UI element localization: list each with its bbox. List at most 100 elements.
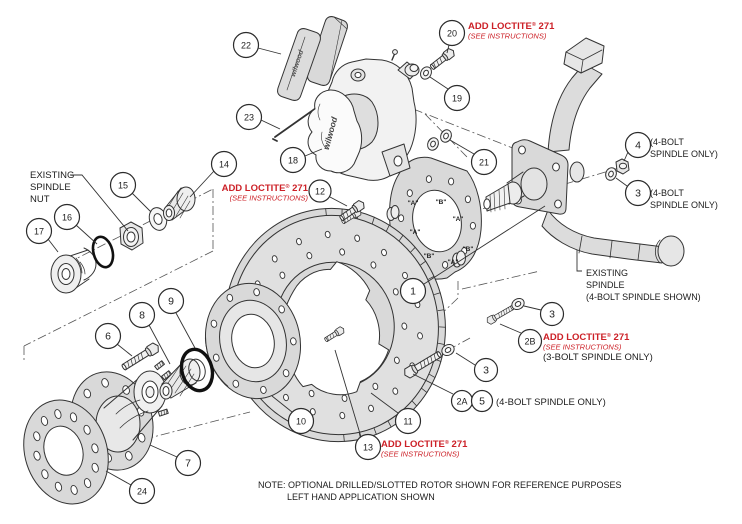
leader-lines: [47, 44, 629, 486]
three-bolt-only: (3-BOLT SPINDLE ONLY): [543, 352, 653, 363]
hub-bolt-hole: [101, 378, 109, 388]
balloon-number: 22: [241, 41, 251, 51]
rotor-vane-tick: [371, 216, 375, 225]
balloon-number: 3: [549, 309, 555, 321]
leader-line-11: [370, 392, 399, 414]
loctite-20: ADD LOCTITE® 271(SEE INSTRUCTIONS): [468, 21, 555, 41]
rotor-vane-tick: [434, 292, 441, 295]
note-line-2: LEFT HAND APPLICATION SHOWN: [287, 492, 435, 502]
bracket-hole-label: "A": [408, 200, 419, 207]
balloon-circle: [539, 301, 565, 327]
callout-balloon-22: 22: [232, 31, 260, 59]
hub-assembly: [70, 360, 181, 471]
rotor-vane-tick: [421, 388, 428, 393]
balloon-circle: [235, 103, 263, 131]
balloon-number: 16: [62, 213, 72, 223]
callout-balloon-18: 18: [279, 146, 307, 174]
callout-balloon-14: 14: [210, 150, 238, 178]
rotor-vane-tick: [398, 234, 404, 241]
balloon-circle: [624, 179, 652, 207]
rotor-vane-tick: [411, 400, 418, 407]
rotor-drill-hole: [370, 261, 377, 269]
caliper-face: [307, 89, 363, 174]
callout-balloon-8: 8: [128, 301, 156, 329]
callout-balloon-21: 21: [470, 148, 498, 176]
bracket-bolt-hole: [469, 221, 476, 230]
brake-pad-front: [277, 28, 321, 101]
bracket-bolt-hole: [398, 214, 405, 223]
balloon-circle: [287, 407, 315, 435]
balloon-number: 10: [296, 417, 306, 427]
balloon-circle: [279, 146, 307, 174]
rotor-drill-hole: [393, 356, 400, 364]
flange-bolt-hole: [69, 412, 78, 423]
callout-balloon-16: 16: [53, 203, 81, 231]
balloon-circle: [53, 203, 81, 231]
bracket-bolt-hole: [464, 195, 471, 204]
flange-bolt-hole: [41, 469, 49, 480]
spindle-nut-and-washer: [603, 158, 630, 183]
flange-bolt-hole: [54, 409, 62, 419]
bracket-center-hole: [412, 189, 462, 253]
bracket-bolt-hole: [442, 261, 449, 269]
leader-line-3c: [455, 352, 476, 366]
leader-line-14: [189, 170, 215, 198]
grease-cap: [50, 247, 97, 294]
balloon-number: 7: [185, 458, 191, 470]
adapter-bolt-hole: [260, 385, 267, 394]
hub-bolt-hole: [83, 388, 92, 399]
callout-balloon-20: 20: [438, 19, 466, 47]
callout-balloon-13: 13: [354, 433, 382, 461]
rotor-drill-hole: [341, 394, 348, 402]
loctite-title: ADD LOCTITE® 271: [468, 21, 555, 32]
o-ring: [91, 235, 115, 269]
spindle-washer: [148, 207, 168, 231]
loctite-subtitle: (SEE INSTRUCTIONS): [543, 343, 622, 352]
balloon-number: 2B: [524, 337, 535, 347]
rotor-vane-tick: [437, 309, 445, 312]
flange-bolt-hole: [83, 424, 91, 435]
balloon-number: 15: [118, 181, 128, 191]
leader-line-18: [304, 148, 323, 157]
leader-line-22: [257, 47, 282, 55]
balloon-circle: [128, 301, 156, 329]
callout-balloon-19: 19: [443, 84, 471, 112]
flange-bolt-hole: [33, 431, 41, 442]
loctite-annotations: ADD LOCTITE® 271(SEE INSTRUCTIONS)ADD LO…: [222, 21, 631, 459]
leader-line-19: [429, 76, 449, 90]
rotor-vane-tick: [373, 427, 377, 435]
adapter-bolt-hole: [253, 288, 260, 297]
leader-line-7: [149, 444, 178, 458]
balloon-number: 19: [452, 94, 462, 104]
callout-balloon-6: 6: [94, 322, 122, 350]
rotor-vane-tick: [387, 420, 392, 428]
balloon-circle: [157, 287, 185, 315]
leader-line-1: [423, 205, 546, 285]
balloon-number: 1: [410, 286, 416, 298]
balloon-circle: [308, 179, 332, 203]
balloon-circle: [25, 217, 53, 245]
hub-bolt: [119, 340, 162, 373]
balloon-circle: [109, 171, 137, 199]
callout-balloon-24: 24: [128, 477, 156, 505]
spindle-upper-arm: [547, 63, 603, 153]
flange-bolt-hole: [54, 481, 63, 492]
rotor-drill-hole: [392, 288, 399, 296]
shim-washer-21: [425, 135, 441, 153]
balloon-number: 14: [219, 160, 229, 170]
balloon-circle: [174, 449, 202, 477]
balloon-number: 20: [447, 29, 457, 39]
rotor-drill-hole: [339, 411, 346, 420]
balloon-circle: [210, 150, 238, 178]
balloon-circle: [443, 84, 471, 112]
callout-balloon-3b: 3: [539, 301, 565, 327]
leader-line-17: [47, 238, 59, 253]
existing-spindle-nut-part: [119, 221, 144, 251]
rotor-drill-hole: [296, 238, 302, 246]
balloon-number: 21: [479, 158, 489, 168]
adapter-bolt-hole: [210, 319, 218, 328]
